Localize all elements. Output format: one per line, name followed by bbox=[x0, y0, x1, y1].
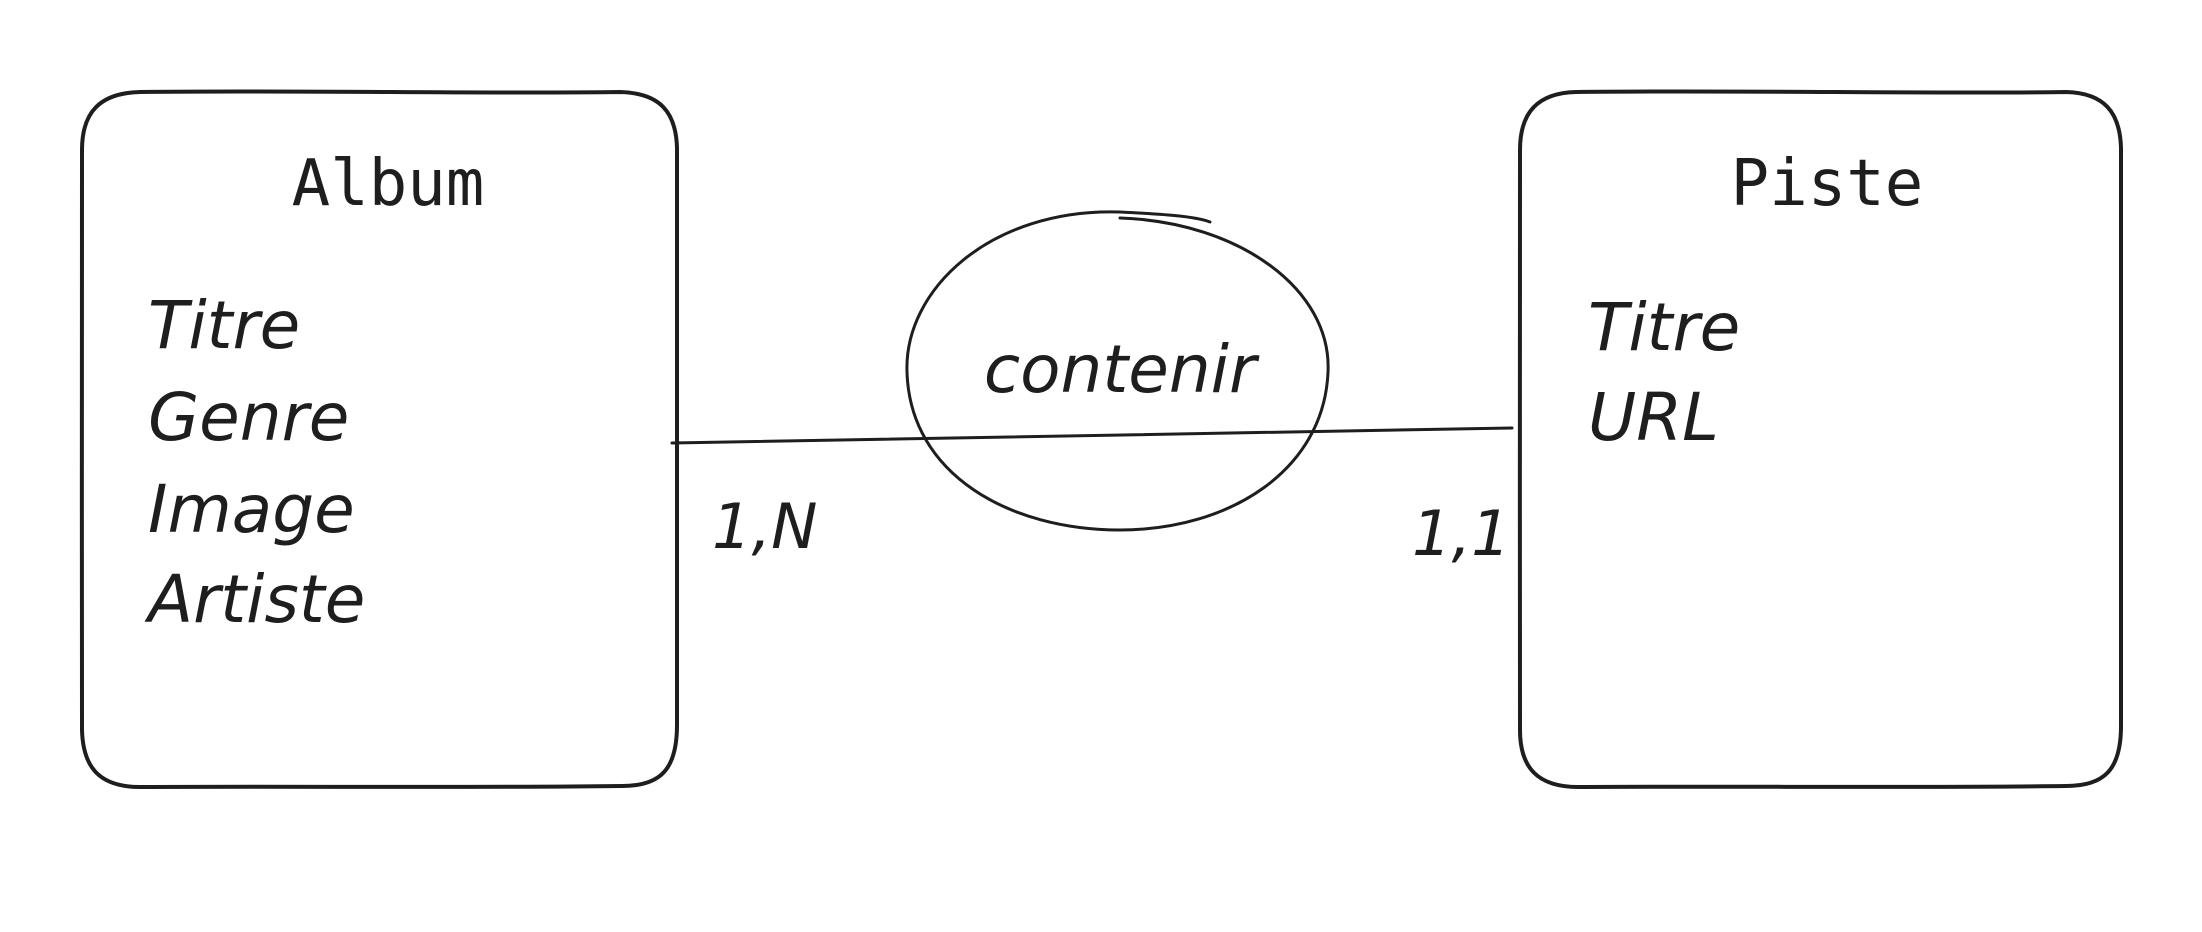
album-attribute-image: Image bbox=[148, 471, 355, 548]
relationship-ellipse bbox=[905, 210, 1330, 532]
entity-piste[interactable]: Piste Titre URL bbox=[1517, 89, 2124, 789]
entity-piste-title: Piste bbox=[1731, 147, 1924, 221]
entity-album-box bbox=[79, 89, 680, 789]
album-attribute-artiste: Artiste bbox=[144, 561, 365, 638]
album-attribute-genre: Genre bbox=[148, 379, 349, 456]
entity-album-title: Album bbox=[292, 147, 485, 221]
cardinality-album: 1,N bbox=[712, 490, 818, 563]
album-attribute-titre: Titre bbox=[148, 287, 300, 364]
relationship-label: contenir bbox=[984, 331, 1260, 408]
entity-piste-box bbox=[1517, 89, 2124, 789]
piste-attribute-titre: Titre bbox=[1588, 289, 1740, 366]
relationship-contenir[interactable]: contenir bbox=[905, 210, 1330, 532]
relationship-connector-line bbox=[670, 426, 1514, 445]
entity-album[interactable]: Album Titre Genre Image Artiste bbox=[79, 89, 680, 789]
cardinality-piste: 1,1 bbox=[1412, 497, 1511, 570]
piste-attribute-url: URL bbox=[1588, 379, 1719, 456]
